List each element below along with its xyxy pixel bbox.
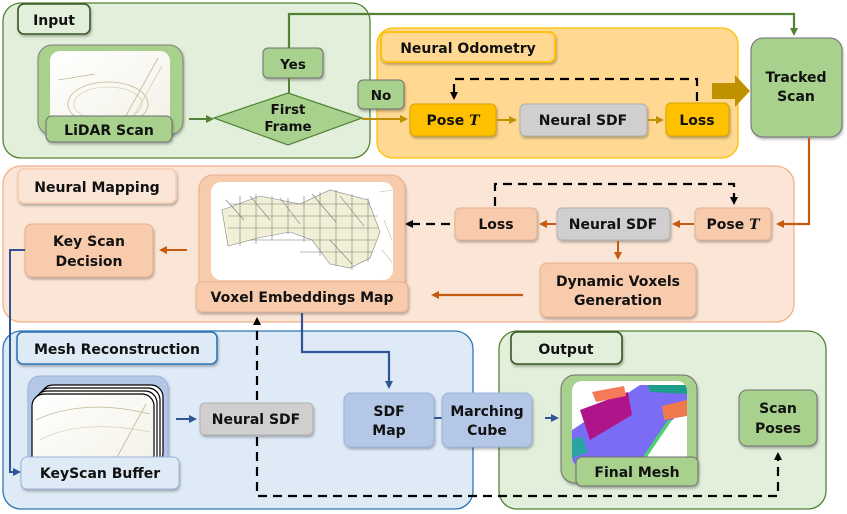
marching-cube-line1: Marching [450, 404, 523, 420]
mesh-render-image [572, 381, 687, 467]
sdf-map-node: SDF Map [343, 392, 435, 448]
neural-mapping-title-text: Neural Mapping [34, 180, 159, 196]
mapping-loss-node: Loss [454, 207, 538, 241]
marching-cube-node: Marching Cube [441, 392, 533, 448]
odometry-neural-sdf-node: Neural SDF [519, 103, 648, 137]
scan-poses-line2: Poses [755, 421, 801, 437]
arrow-voxel-map-to-sdf-map [300, 313, 393, 389]
mapping-pose-label: Pose T [706, 217, 761, 233]
neural-mapping-title: Neural Mapping [17, 168, 177, 204]
final-mesh-label: Final Mesh [594, 465, 679, 481]
mapping-neural-sdf-node: Neural SDF [556, 207, 671, 241]
input-title-text: Input [33, 13, 75, 29]
key-scan-line1: Key Scan [53, 234, 125, 250]
lidar-scan-node: LiDAR Scan [37, 44, 184, 143]
stacked-scans-icon [31, 384, 164, 475]
keyscan-buffer-label: KeyScan Buffer [40, 466, 160, 482]
dashed-to-scan-poses [255, 437, 782, 498]
dashed-map-loss-to-pose [493, 182, 738, 206]
output-title: Output [510, 331, 623, 365]
first-frame-line2: Frame [264, 119, 311, 135]
mapping-pose-node: Pose T [694, 207, 772, 241]
voxel-embeddings-map-label: Voxel Embeddings Map [211, 290, 394, 306]
first-frame-line1: First [271, 102, 307, 118]
voxel-embeddings-map-node: Voxel Embeddings Map [195, 174, 409, 313]
scan-poses-line1: Scan [759, 401, 797, 417]
neural-odometry-title-text: Neural Odometry [400, 41, 536, 57]
key-scan-line2: Decision [56, 254, 123, 270]
first-frame-decision: First Frame [212, 92, 364, 146]
odometry-pose-node: Pose T [409, 103, 497, 137]
input-title: Input [17, 3, 91, 35]
sdf-map-line2: Map [372, 423, 405, 439]
arrow-tracked-to-mapping-pose [776, 138, 811, 228]
tracked-scan-node: Tracked Scan [750, 37, 843, 138]
voxel-grid-icon [221, 189, 393, 270]
tracked-scan-line2: Scan [777, 89, 815, 105]
lidar-scan-label: LiDAR Scan [64, 123, 154, 139]
arrow-key-scan-to-buffer [9, 249, 25, 476]
odometry-loss-node: Loss [665, 102, 730, 137]
dynamic-voxels-node: Dynamic Voxels Generation [539, 262, 697, 318]
yes-text: Yes [279, 57, 306, 73]
arrow-yes-to-tracked [287, 12, 798, 48]
key-scan-decision-node: Key Scan Decision [24, 223, 154, 278]
mapping-loss-label: Loss [478, 217, 513, 233]
tracked-scan-line1: Tracked [765, 70, 826, 86]
odometry-loss-label: Loss [679, 113, 714, 129]
mesh-reconstruction-title-text: Mesh Reconstruction [34, 342, 200, 358]
no-text: No [371, 88, 392, 104]
sdf-map-line1: SDF [373, 404, 404, 420]
yes-label: Yes [262, 47, 324, 79]
final-mesh-node: Final Mesh [560, 374, 699, 487]
odometry-neural-sdf-label: Neural SDF [539, 113, 627, 129]
scan-poses-node: Scan Poses [738, 389, 818, 447]
big-arrow-to-tracked [712, 75, 750, 107]
mesh-reconstruction-title: Mesh Reconstruction [16, 331, 218, 365]
keyscan-buffer-node: KeyScan Buffer [20, 375, 180, 490]
marching-cube-line2: Cube [467, 423, 507, 439]
dynamic-voxels-line1: Dynamic Voxels [556, 274, 680, 290]
odometry-pose-label: Pose T [426, 113, 481, 129]
mesh-neural-sdf-label: Neural SDF [212, 412, 300, 428]
neural-odometry-title: Neural Odometry [380, 31, 556, 63]
mesh-neural-sdf-node: Neural SDF [199, 402, 314, 436]
dashed-odo-loss-to-pose [450, 77, 699, 101]
no-label: No [357, 79, 405, 110]
output-title-text: Output [538, 342, 594, 358]
dynamic-voxels-line2: Generation [574, 293, 662, 309]
mapping-neural-sdf-label: Neural SDF [569, 217, 657, 233]
